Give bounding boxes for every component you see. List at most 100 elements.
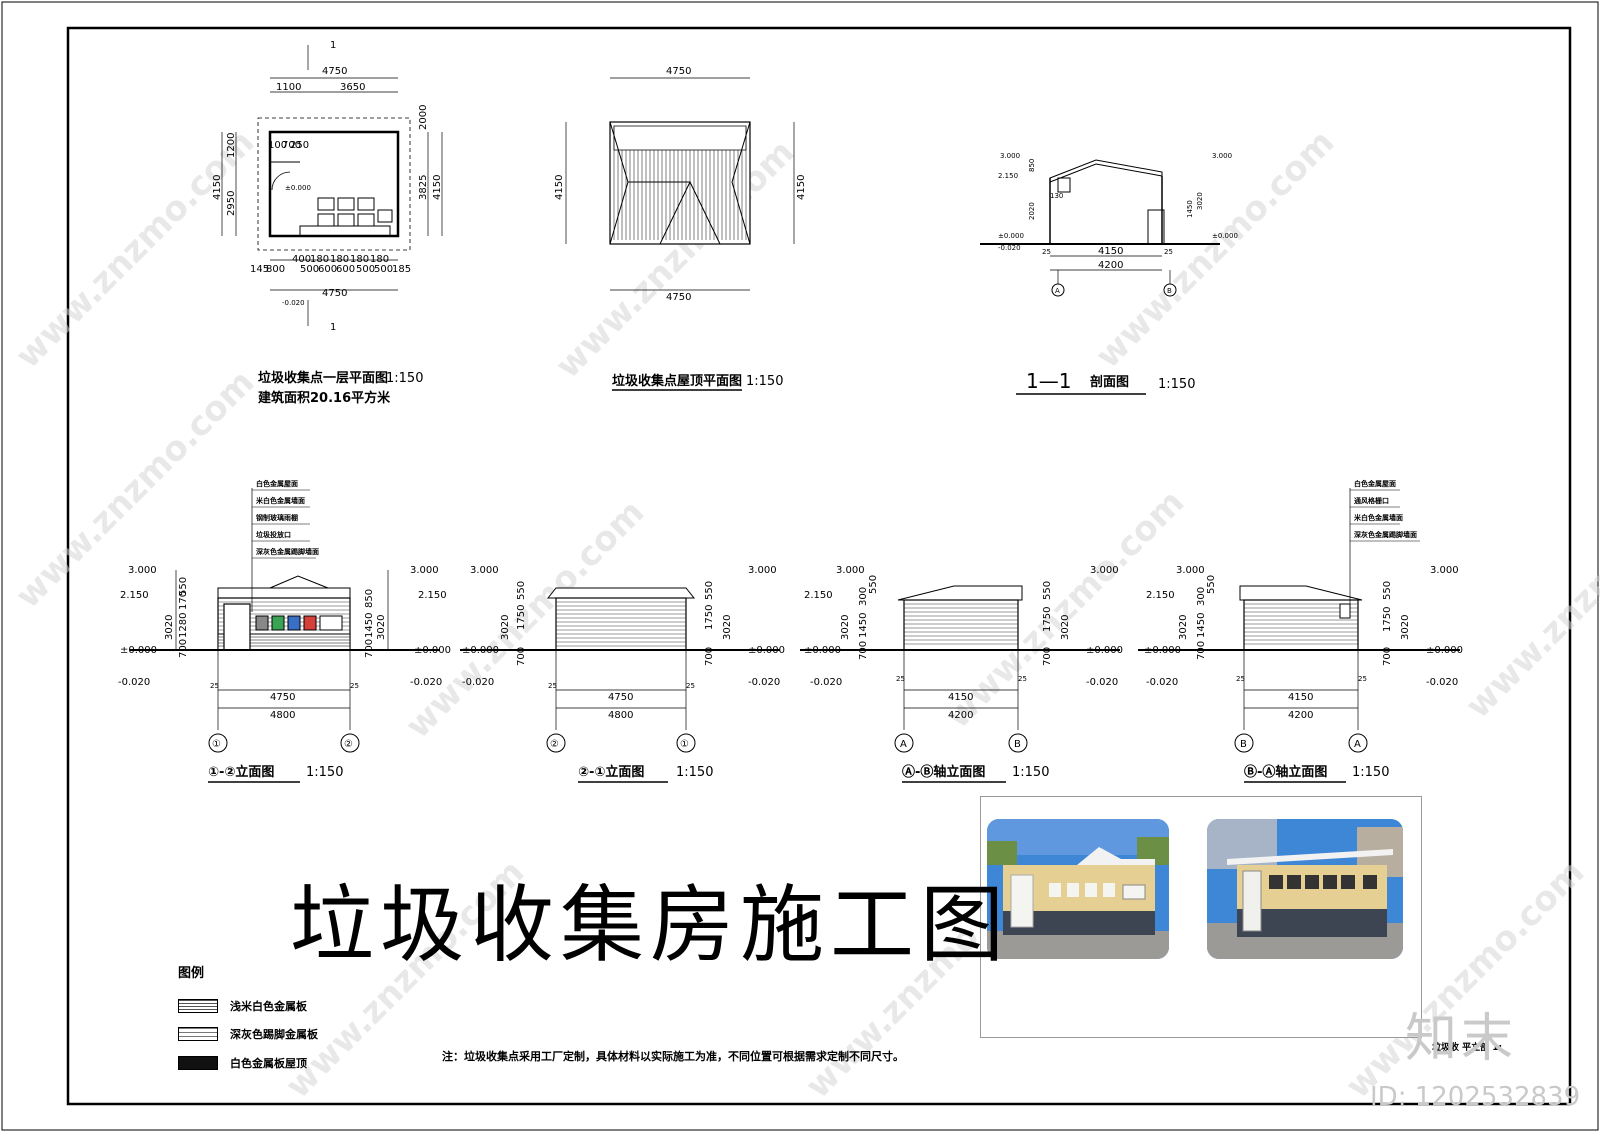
- photo-front-view: [987, 819, 1169, 959]
- svg-text:500: 500: [300, 264, 319, 275]
- svg-text:3020: 3020: [500, 615, 511, 640]
- svg-text:白色金属屋面: 白色金属屋面: [256, 479, 298, 488]
- svg-text:4150: 4150: [948, 692, 973, 703]
- svg-text:700: 700: [858, 641, 869, 660]
- svg-text:4200: 4200: [1288, 710, 1313, 721]
- svg-text:±0.000: ±0.000: [462, 645, 499, 656]
- svg-text:建筑面积20.16平方米: 建筑面积20.16平方米: [258, 390, 391, 406]
- svg-text:4150: 4150: [796, 175, 807, 200]
- svg-text:±0.000: ±0.000: [414, 645, 451, 656]
- svg-text:2950: 2950: [226, 191, 237, 216]
- svg-text:850: 850: [1028, 159, 1036, 172]
- legend-swatch-light: [178, 999, 218, 1013]
- svg-text:3.000: 3.000: [1090, 565, 1119, 576]
- svg-text:145: 145: [250, 264, 269, 275]
- svg-text:1:150: 1:150: [306, 765, 343, 780]
- svg-text:4750: 4750: [270, 692, 295, 703]
- legend-title: 图例: [178, 966, 205, 981]
- svg-text:3020: 3020: [1196, 192, 1204, 210]
- svg-text:±0.000: ±0.000: [998, 232, 1024, 240]
- svg-text:②: ②: [344, 739, 353, 750]
- svg-text:-0.020: -0.020: [1086, 677, 1118, 688]
- svg-text:www.znzmo.com: www.znzmo.com: [8, 122, 262, 376]
- svg-text:-0.020: -0.020: [1426, 677, 1458, 688]
- svg-text:700: 700: [516, 647, 527, 666]
- svg-text:3.000: 3.000: [410, 565, 439, 576]
- svg-text:185: 185: [392, 264, 411, 275]
- svg-text:www.znzmo.com: www.znzmo.com: [8, 362, 262, 616]
- svg-text:2.150: 2.150: [120, 590, 149, 601]
- svg-text:2.150: 2.150: [998, 172, 1018, 180]
- svg-text:700: 700: [282, 140, 301, 151]
- svg-text:4150: 4150: [1288, 692, 1313, 703]
- svg-text:1:150: 1:150: [1158, 377, 1195, 392]
- svg-text:1:150: 1:150: [1012, 765, 1049, 780]
- construction-note: 注：垃圾收集点采用工厂定制，具体材料以实际施工为准，不同位置可根据需求定制不同尺…: [442, 1050, 904, 1063]
- svg-text:±0.000: ±0.000: [1086, 645, 1123, 656]
- svg-text:1750: 1750: [1382, 607, 1393, 632]
- svg-text:钢制玻璃雨棚: 钢制玻璃雨棚: [256, 513, 298, 522]
- svg-text:4750: 4750: [666, 292, 691, 303]
- svg-text:①-②立面图: ①-②立面图: [208, 764, 274, 780]
- svg-text:Ⓑ-Ⓐ轴立面图: Ⓑ-Ⓐ轴立面图: [1244, 764, 1327, 780]
- svg-text:180: 180: [310, 254, 329, 265]
- svg-text:850: 850: [364, 589, 375, 608]
- svg-text:25: 25: [1042, 248, 1051, 256]
- svg-text:700: 700: [364, 639, 375, 658]
- section-1-1: A B 4150 4200 25 25 3.000 2.150 ±0.000 -…: [980, 152, 1238, 395]
- svg-text:Ⓐ-Ⓑ轴立面图: Ⓐ-Ⓑ轴立面图: [902, 764, 985, 780]
- svg-text:米白色金属墙面: 米白色金属墙面: [1353, 513, 1403, 522]
- svg-text:1450: 1450: [1196, 613, 1207, 638]
- svg-text:3.000: 3.000: [470, 565, 499, 576]
- svg-text:4200: 4200: [948, 710, 973, 721]
- legend-item-roof-panel: 白色金属板屋顶: [178, 1055, 307, 1071]
- svg-text:600: 600: [318, 264, 337, 275]
- legend-item-light-panel: 浅米白色金属板: [178, 998, 307, 1014]
- svg-text:700: 700: [704, 647, 715, 666]
- svg-text:300: 300: [858, 587, 869, 606]
- svg-text:3020: 3020: [722, 615, 733, 640]
- svg-text:±0.000: ±0.000: [285, 184, 311, 192]
- svg-text:25: 25: [1236, 675, 1245, 683]
- svg-text:1—1: 1—1: [1026, 369, 1071, 393]
- svg-text:3020: 3020: [164, 615, 175, 640]
- svg-text:4750: 4750: [666, 66, 691, 77]
- photo-side-view: [1207, 819, 1403, 959]
- svg-text:-0.020: -0.020: [1146, 677, 1178, 688]
- svg-text:170: 170: [178, 591, 189, 610]
- svg-text:B: B: [1240, 739, 1247, 750]
- photo-panel: [980, 796, 1422, 1038]
- svg-text:A: A: [1354, 739, 1361, 750]
- svg-text:550: 550: [1206, 575, 1217, 594]
- svg-text:700: 700: [1382, 647, 1393, 666]
- svg-text:4750: 4750: [322, 288, 347, 299]
- svg-text:800: 800: [266, 264, 285, 275]
- svg-text:±0.000: ±0.000: [1144, 645, 1181, 656]
- svg-text:3.000: 3.000: [1176, 565, 1205, 576]
- svg-text:垃圾收集点一层平面图: 垃圾收集点一层平面图: [258, 370, 388, 386]
- brand-logo-watermark: 知末: [1405, 1009, 1518, 1069]
- svg-text:垃圾投放口: 垃圾投放口: [256, 530, 291, 539]
- svg-text:白色金属屋面: 白色金属屋面: [1354, 479, 1396, 488]
- svg-text:3.000: 3.000: [128, 565, 157, 576]
- svg-text:3020: 3020: [840, 615, 851, 640]
- svg-text:①: ①: [212, 739, 221, 750]
- svg-text:3.000: 3.000: [1000, 152, 1020, 160]
- svg-text:4150: 4150: [1098, 246, 1123, 257]
- svg-text:米白色金属墙面: 米白色金属墙面: [255, 496, 305, 505]
- elevation-a-b: 3.000 2.150 ±0.000 -0.020 3.000 ±0.000 -…: [800, 565, 1123, 783]
- svg-text:1200: 1200: [226, 133, 237, 158]
- svg-text:180: 180: [330, 254, 349, 265]
- svg-text:550: 550: [178, 577, 189, 596]
- svg-text:垃圾收集点屋顶平面图: 垃圾收集点屋顶平面图: [612, 373, 742, 389]
- svg-text:3.000: 3.000: [1212, 152, 1232, 160]
- svg-text:600: 600: [336, 264, 355, 275]
- svg-text:A: A: [1055, 287, 1060, 295]
- svg-text:A: A: [900, 739, 907, 750]
- svg-text:-0.020: -0.020: [462, 677, 494, 688]
- svg-text:1:150: 1:150: [386, 371, 423, 386]
- svg-text:400: 400: [292, 254, 311, 265]
- svg-text:3.000: 3.000: [836, 565, 865, 576]
